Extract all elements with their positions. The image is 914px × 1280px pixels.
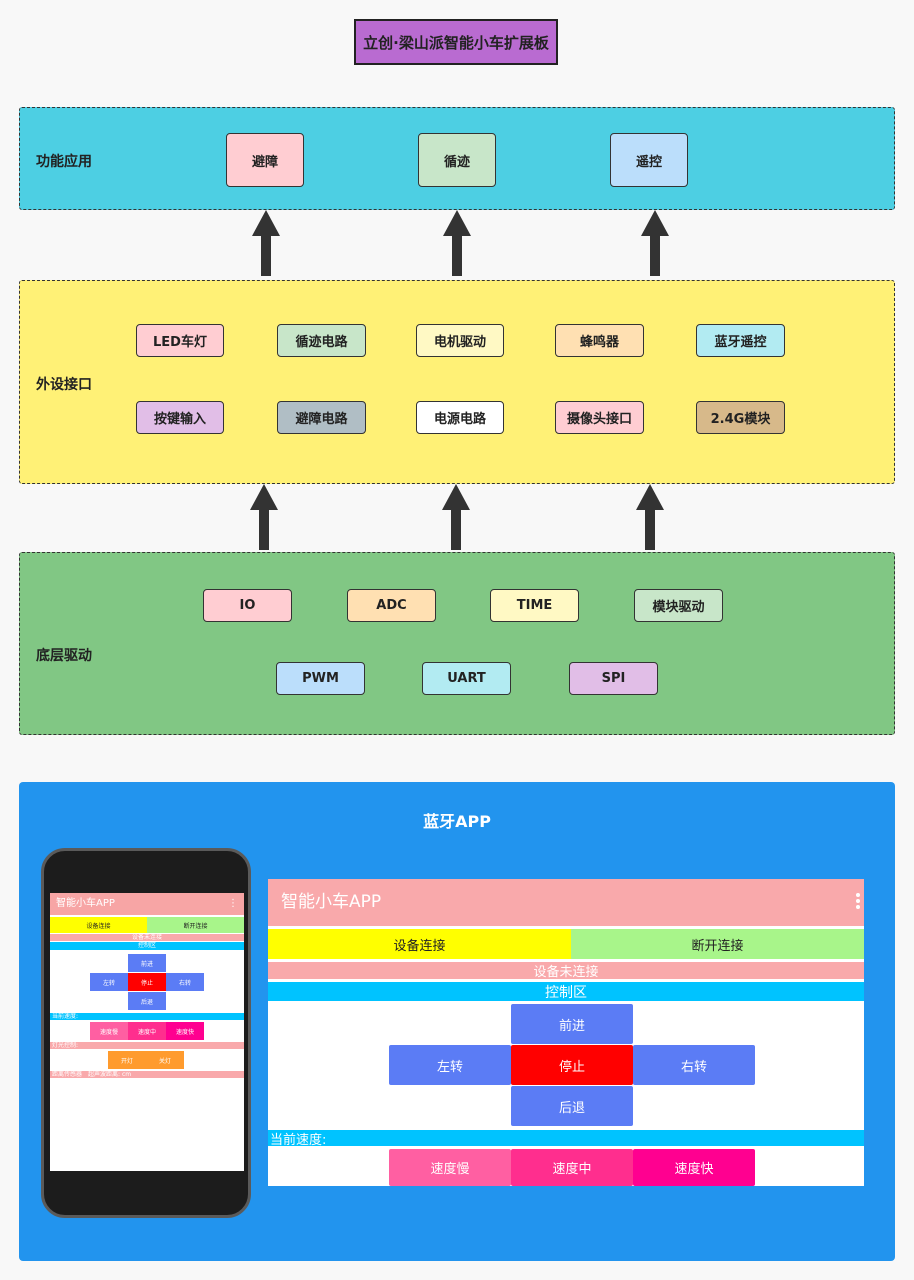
phone-distance-label: 距离传感器 (52, 1070, 83, 1078)
phone-connect-button[interactable]: 设备连接 (50, 917, 147, 933)
disconnect-button[interactable]: 断开连接 (571, 929, 864, 959)
speed-fast-button[interactable]: 速度快 (633, 1149, 755, 1186)
bluetooth-app-panel: 蓝牙APP 智能小车APP ⋮ 设备连接 断开连接 设备未连接 控制区 前进 左… (19, 782, 895, 1261)
app-title: 智能小车APP (281, 892, 382, 912)
node-track-circuit: 循迹电路 (277, 324, 366, 357)
node-power-circuit: 电源电路 (416, 401, 504, 434)
phone-mockup: 智能小车APP ⋮ 设备连接 断开连接 设备未连接 控制区 前进 左转 停止 右… (41, 848, 251, 1218)
node-24g-module: 2.4G模块 (696, 401, 785, 434)
current-speed-label: 当前速度: (268, 1130, 864, 1148)
connection-status: 设备未连接 (268, 962, 864, 980)
phone-distance-value: 超声波距离: cm (88, 1070, 132, 1078)
phone-back-button[interactable]: 后退 (128, 992, 166, 1010)
layer-peripheral: 外设接口 LED车灯 循迹电路 电机驱动 蜂鸣器 蓝牙遥控 按键输入 避障电路 … (19, 280, 895, 484)
layer-app-label: 功能应用 (36, 154, 92, 170)
node-io: IO (203, 589, 292, 622)
node-spi: SPI (569, 662, 658, 695)
node-remote: 遥控 (610, 133, 688, 187)
phone-screen: 智能小车APP ⋮ 设备连接 断开连接 设备未连接 控制区 前进 左转 停止 右… (50, 893, 244, 1171)
node-camera: 摄像头接口 (555, 401, 644, 434)
node-bluetooth: 蓝牙遥控 (696, 324, 785, 357)
phone-control-area: 控制区 (50, 942, 244, 950)
stop-button[interactable]: 停止 (511, 1045, 633, 1085)
layer-app: 功能应用 避障 循迹 遥控 (19, 107, 895, 210)
arrow-up-icon (443, 210, 471, 276)
arrow-up-icon (252, 210, 280, 276)
app-bar: 智能小车APP (268, 879, 864, 926)
arrow-up-icon (250, 484, 278, 550)
node-key-input: 按键输入 (136, 401, 224, 434)
back-button[interactable]: 后退 (511, 1086, 633, 1126)
speed-mid-button[interactable]: 速度中 (511, 1149, 633, 1186)
phone-speed-mid-button[interactable]: 速度中 (128, 1022, 166, 1040)
app-section-title: 蓝牙APP (423, 812, 491, 831)
phone-stop-button[interactable]: 停止 (128, 973, 166, 991)
node-obstacle-avoid: 避障 (226, 133, 304, 187)
forward-button[interactable]: 前进 (511, 1004, 633, 1044)
node-buzzer: 蜂鸣器 (555, 324, 644, 357)
layer-driver: 底层驱动 IO ADC TIME 模块驱动 PWM UART SPI (19, 552, 895, 735)
phone-light-label: 灯光控制: (50, 1042, 244, 1049)
right-button[interactable]: 右转 (633, 1045, 755, 1085)
phone-forward-button[interactable]: 前进 (128, 954, 166, 972)
left-button[interactable]: 左转 (389, 1045, 511, 1085)
connect-button[interactable]: 设备连接 (268, 929, 571, 959)
node-avoid-circuit: 避障电路 (277, 401, 366, 434)
node-module-driver: 模块驱动 (634, 589, 723, 622)
phone-speed-fast-button[interactable]: 速度快 (166, 1022, 204, 1040)
arrow-up-icon (641, 210, 669, 276)
phone-disconnect-button[interactable]: 断开连接 (147, 917, 244, 933)
node-time: TIME (490, 589, 579, 622)
layer-peripheral-label: 外设接口 (36, 377, 92, 393)
phone-current-speed: 当前速度: (50, 1013, 244, 1020)
phone-app-bar: 智能小车APP ⋮ (50, 893, 244, 915)
arrow-up-icon (442, 484, 470, 550)
speed-slow-button[interactable]: 速度慢 (389, 1149, 511, 1186)
node-led: LED车灯 (136, 324, 224, 357)
phone-right-button[interactable]: 右转 (166, 973, 204, 991)
phone-speed-slow-button[interactable]: 速度慢 (90, 1022, 128, 1040)
phone-app-title: 智能小车APP (56, 898, 115, 909)
app-view-enlarged: 智能小车APP 设备连接 断开连接 设备未连接 控制区 前进 左转 停止 右转 … (268, 879, 864, 1186)
node-line-follow: 循迹 (418, 133, 496, 187)
control-area-header: 控制区 (268, 982, 864, 1001)
node-pwm: PWM (276, 662, 365, 695)
layer-driver-label: 底层驱动 (36, 648, 92, 664)
diagram-title: 立创·梁山派智能小车扩展板 (354, 19, 558, 65)
overflow-menu-icon[interactable] (856, 893, 860, 911)
phone-menu-icon[interactable]: ⋮ (228, 898, 238, 909)
node-uart: UART (422, 662, 511, 695)
phone-light-off-button[interactable]: 关灯 (146, 1051, 184, 1069)
phone-light-on-button[interactable]: 开灯 (108, 1051, 146, 1069)
phone-left-button[interactable]: 左转 (90, 973, 128, 991)
phone-distance-row: 距离传感器 超声波距离: cm (50, 1071, 244, 1078)
arrow-up-icon (636, 484, 664, 550)
node-adc: ADC (347, 589, 436, 622)
node-motor-driver: 电机驱动 (416, 324, 504, 357)
phone-status: 设备未连接 (50, 934, 244, 941)
